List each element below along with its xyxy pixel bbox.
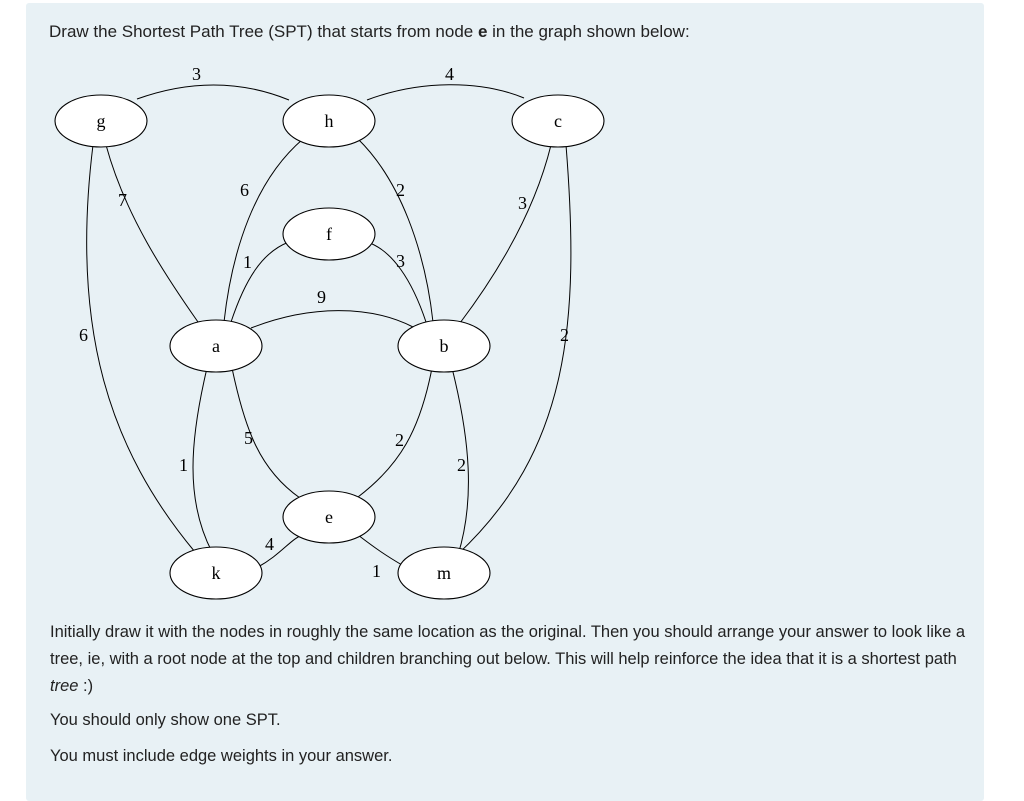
svg-text:f: f	[326, 224, 332, 244]
edge-h-a	[223, 138, 304, 323]
svg-text:a: a	[212, 336, 220, 356]
svg-text:b: b	[440, 336, 449, 356]
svg-text:h: h	[325, 111, 334, 131]
svg-text:g: g	[97, 111, 106, 131]
edge-a-k	[192, 367, 213, 553]
node-g: g	[54, 94, 148, 148]
weight-h-c: 4	[445, 64, 454, 84]
weight-k-e: 4	[265, 534, 274, 554]
edge-c-b	[459, 144, 552, 324]
edge-g-a	[105, 144, 199, 323]
edge-e-m	[357, 534, 403, 566]
edge-b-m	[451, 367, 469, 556]
edge-f-b	[366, 241, 427, 323]
edge-b-e	[357, 367, 433, 498]
edge-h-b	[357, 138, 434, 323]
weight-c-b: 3	[518, 193, 527, 213]
question-panel	[26, 3, 984, 801]
weight-c-m: 2	[560, 325, 569, 345]
edge-g-h	[136, 84, 290, 101]
edge-a-b	[250, 310, 414, 329]
edge-a-f	[230, 241, 290, 323]
node-m: m	[397, 546, 491, 600]
edge-h-c	[366, 84, 525, 101]
node-a: a	[169, 319, 263, 373]
instructions-paragraph: Initially draw it with the nodes in roug…	[50, 623, 966, 695]
weight-a-f: 1	[243, 252, 252, 272]
weight-a-e: 5	[244, 428, 253, 448]
weight-b-e: 2	[395, 430, 404, 450]
weight-g-a: 7	[118, 190, 127, 210]
question-prompt: Draw the Shortest Path Tree (SPT) that s…	[49, 22, 690, 41]
weight-a-k: 1	[179, 455, 188, 475]
edge-a-e	[231, 367, 301, 499]
weight-a-b: 9	[317, 287, 326, 307]
svg-text:k: k	[212, 563, 221, 583]
weight-g-k: 6	[79, 325, 88, 345]
node-f: f	[282, 207, 376, 261]
node-b: b	[397, 319, 491, 373]
edge-c-m	[456, 144, 572, 556]
weight-g-h: 3	[192, 64, 201, 84]
svg-text:c: c	[554, 111, 562, 131]
node-k: k	[169, 546, 263, 600]
svg-text:m: m	[437, 563, 451, 583]
svg-text:e: e	[325, 507, 333, 527]
start-node-name: e	[477, 22, 488, 41]
node-e: e	[282, 490, 376, 544]
graph-diagram: 3 4 7 6 6 2 1 3 9 3 2 1 5 2 2 4 1 g h c …	[54, 64, 605, 600]
edge-weights-note: You must include edge weights in your an…	[50, 747, 393, 765]
node-c: c	[511, 94, 605, 148]
weight-b-m: 2	[457, 455, 466, 475]
weight-h-b: 2	[396, 180, 405, 200]
one-spt-note: You should only show one SPT.	[50, 711, 281, 729]
weight-f-b: 3	[396, 251, 405, 271]
node-h: h	[282, 94, 376, 148]
edge-g-k	[86, 144, 196, 553]
weight-e-m: 1	[372, 561, 381, 581]
weight-h-a: 6	[240, 180, 249, 200]
